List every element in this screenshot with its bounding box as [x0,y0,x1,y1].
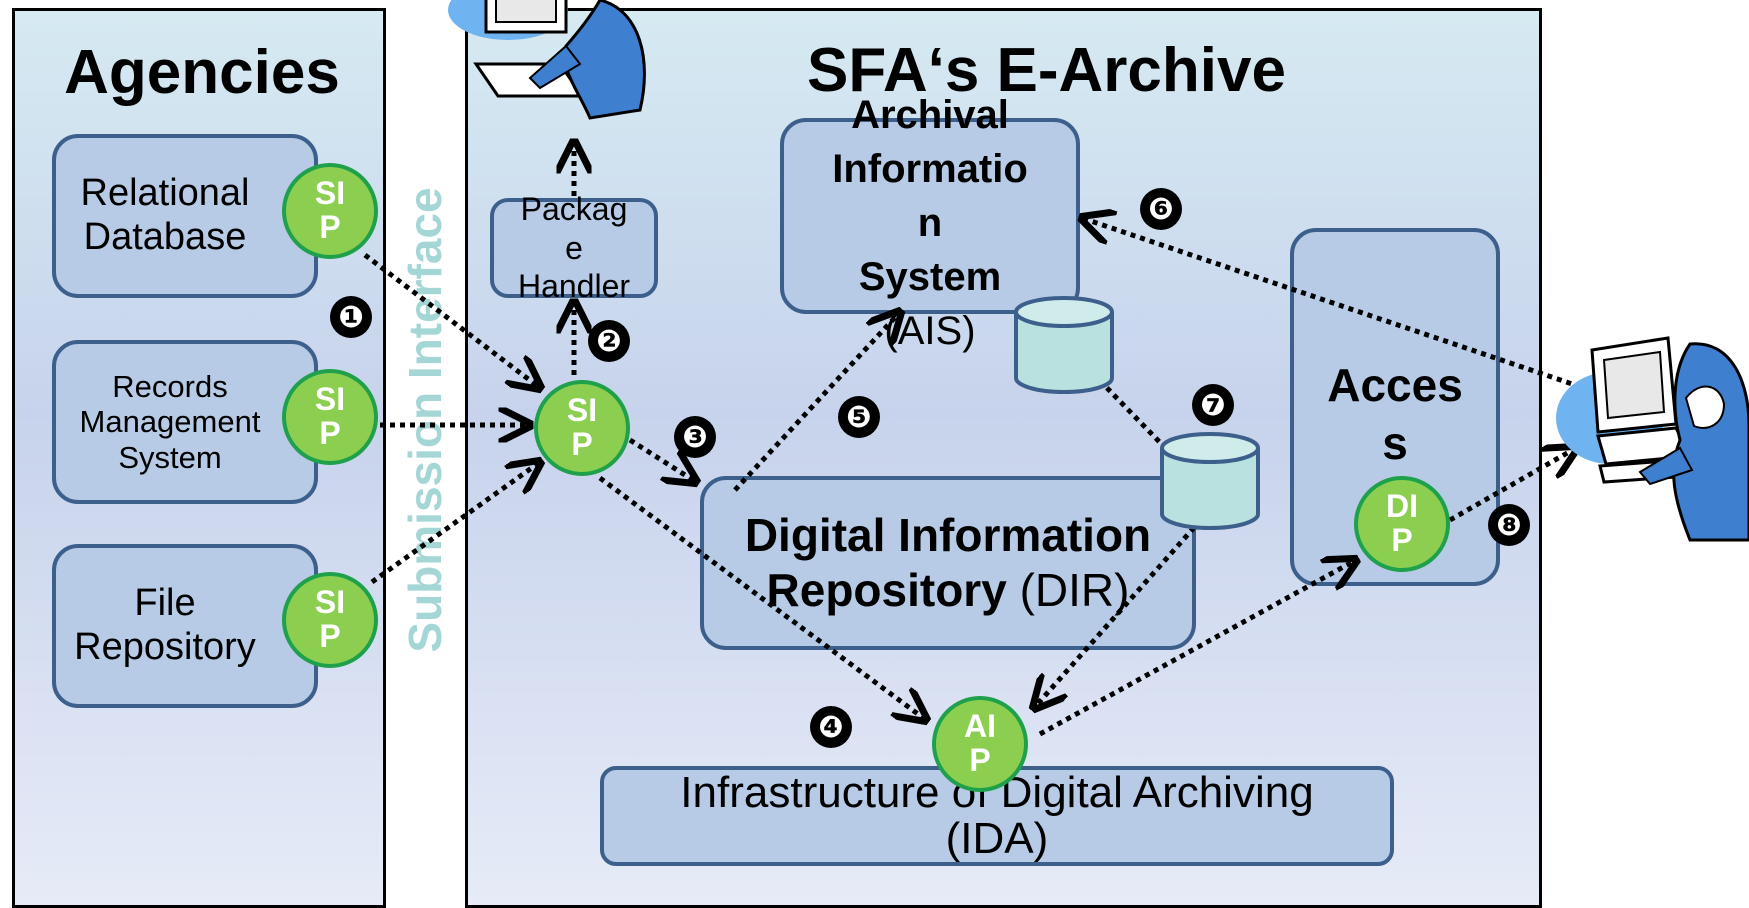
arrow-file-to-sip [370,462,540,585]
access-label-1: Acces [1327,359,1463,411]
package-handler-label-1: Packag [520,191,628,228]
archive-title: SFA‘s E-Archive [807,36,1286,105]
package-handler-box: Packag e Handler [490,191,658,304]
computer-user-right-icon [1556,336,1749,542]
dir-label-2: Repository (DIR) [745,563,1151,618]
records-management-label-2: Management [79,404,261,440]
ais-label-4: System [858,255,1002,299]
step-8-badge: ❽ [1488,504,1530,546]
package-handler-label-3: Handler [517,268,631,305]
aip-2: P [969,742,991,778]
sip-file-2: P [319,618,341,654]
ais-box: Archival Informatio n System (AIS) [780,93,1080,353]
step-3-badge: ❸ [674,416,716,458]
sip-rdb-2: P [319,209,341,245]
sip-rdb-1: SI [314,175,346,212]
sip-archive-2: P [571,426,593,462]
arrow-dir-to-ais [733,312,900,492]
arrow-aip-to-dip [1038,560,1356,737]
records-management-box: Records Management System [52,340,318,504]
step-7-badge: ❼ [1192,384,1234,426]
agencies-title: Agencies [64,38,340,107]
dir-label-2-bold: Repository [766,564,1007,616]
ais-label-2: Informatio [832,147,1028,191]
arrow-db-to-sip [363,253,540,388]
arrow-user-to-ais [1082,218,1591,393]
sip-rms-1: SI [314,381,346,418]
sip-archive-1: SI [566,392,598,429]
records-management-label-1: Records [112,368,228,404]
ais-label-1: Archival [851,93,1009,137]
step-2-badge: ❷ [588,320,630,362]
relational-database-box: Relational Database [52,134,318,298]
dip-2: P [1391,522,1413,558]
arrow-cylinder-to-aip [1034,503,1216,708]
database-cylinder-1 [1014,296,1114,394]
package-handler-label-2: e [565,229,583,266]
relational-database-label-1: Relational [80,172,250,215]
sip-file-1: SI [314,584,346,621]
records-management-label-3: System [118,439,222,475]
step-5-badge: ❺ [838,396,880,438]
file-repository-label-1: File [134,582,196,625]
access-label-2: s [1382,416,1408,469]
database-cylinder-2 [1160,432,1260,530]
relational-database-label-2: Database [83,216,247,258]
dir-label-2-rest: (DIR) [1006,564,1130,616]
arrow-sip-to-dir [628,437,696,482]
step-6-badge: ❻ [1140,188,1182,230]
aip-1: AI [964,708,996,745]
step-1-badge: ❶ [330,296,372,338]
ais-label-3: n [917,201,943,245]
sip-rms-2: P [319,415,341,451]
file-repository-label-2: Repository [74,626,256,668]
file-repository-box: File Repository [52,544,318,708]
arrow-sip-to-aip [598,475,926,720]
step-4-badge: ❹ [810,706,852,748]
arrow-dip-to-user [1448,448,1576,523]
ida-label-2: (IDA) [945,814,1049,863]
dip-1: DI [1386,488,1418,525]
dir-label-1: Digital Information [744,508,1152,561]
computer-user-top-icon [448,0,646,120]
ida-box: Infrastructure of Digital Archiving (IDA… [600,766,1394,866]
